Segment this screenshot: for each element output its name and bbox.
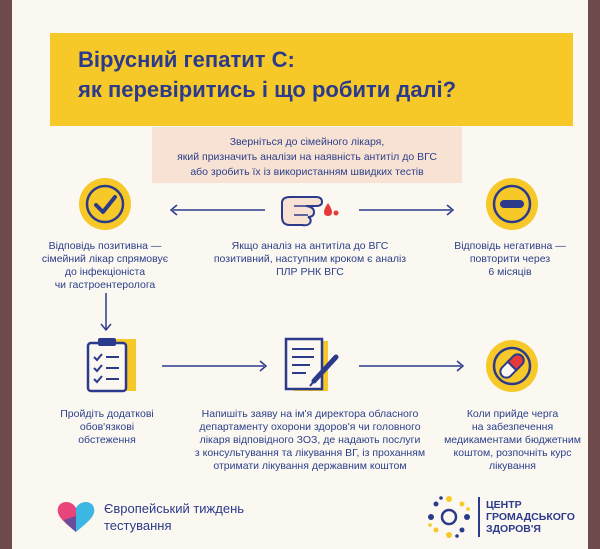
title-line-1: Вірусний гепатит С: <box>78 47 295 72</box>
treatment-line: Коли прийде черга <box>466 408 559 420</box>
footer-left-line: тестування <box>104 518 172 533</box>
negative-result-text: Відповідь негативна — повторити через 6 … <box>440 240 580 279</box>
exams-line: Пройдіть додаткові <box>60 408 154 420</box>
arrow-right-icon <box>162 360 268 372</box>
instruction-box: Зверніться до сімейного лікаря, який при… <box>152 127 462 183</box>
checkmark-icon <box>79 178 131 230</box>
public-health-center-logo-icon <box>426 494 472 540</box>
footer-left-line: Європейський тиждень <box>104 501 245 516</box>
clipboard-icon <box>84 335 140 395</box>
positive-line: сімейний лікар спрямовує <box>41 253 169 265</box>
center-line: Якщо аналіз на антитіла до ВГС <box>231 240 389 252</box>
treatment-text: Коли прийде черга на забезпечення медика… <box>440 408 585 473</box>
pill-icon <box>486 340 538 392</box>
title-banner <box>50 33 573 126</box>
application-line: Напишіть заяву на ім'я директора обласно… <box>201 408 419 420</box>
application-line: отримати лікування державним коштом <box>213 460 407 472</box>
footer-right-line: ЦЕНТР <box>486 499 522 511</box>
title-line-2: як перевіритись і що робити далі? <box>78 77 457 102</box>
exams-line: обов'язкові <box>79 421 135 433</box>
arrow-right-icon <box>359 360 465 372</box>
minus-icon <box>486 178 538 230</box>
arrow-right-icon <box>359 204 455 216</box>
page-title: Вірусний гепатит С: як перевіритись і що… <box>78 45 456 105</box>
footer-right-line: ЗДОРОВ'Я <box>486 523 541 535</box>
application-line: департаменту охорони здоров'я чи головно… <box>199 421 421 433</box>
positive-line: чи гастроентеролога <box>54 279 156 291</box>
antibody-test-text: Якщо аналіз на антитіла до ВГС позитивни… <box>210 240 410 279</box>
instruction-line-1: Зверніться до сімейного лікаря, <box>229 136 385 148</box>
exams-line: обстеження <box>78 434 136 446</box>
public-health-center-name: ЦЕНТР ГРОМАДСЬКОГО ЗДОРОВ'Я <box>486 499 575 535</box>
treatment-line: на забезпечення <box>471 421 554 433</box>
infographic-card: Вірусний гепатит С: як перевіритись і що… <box>12 0 588 549</box>
testing-week-name: Європейський тиждень тестування <box>104 500 244 534</box>
arrow-left-icon <box>169 204 265 216</box>
treatment-line: медикаментами бюджетним <box>444 434 581 446</box>
finger-blood-icon <box>276 187 346 231</box>
document-pen-icon <box>280 335 342 395</box>
footer-right-line: ГРОМАДСЬКОГО <box>486 511 575 523</box>
center-line: позитивний, наступним кроком є аналіз <box>213 253 407 265</box>
negative-line: 6 місяців <box>488 266 532 278</box>
logo-divider <box>478 497 480 537</box>
exams-text: Пройдіть додаткові обов'язкові обстеженн… <box>42 408 172 447</box>
center-line: ПЛР РНК ВГС <box>276 266 344 278</box>
application-line: лікаря відповідного ЗОЗ, де надають посл… <box>199 434 421 446</box>
instruction-line-3: або зробить їх із використанням швидких … <box>190 166 424 178</box>
negative-line: Відповідь негативна — <box>454 240 566 252</box>
arrow-down-icon <box>100 293 112 332</box>
negative-line: повторити через <box>469 253 551 265</box>
treatment-line: лікування <box>488 460 536 472</box>
application-text: Напишіть заяву на ім'я директора обласно… <box>185 408 435 473</box>
positive-line: до інфекціоніста <box>64 266 146 278</box>
positive-line: Відповідь позитивна — <box>48 240 162 252</box>
treatment-line: коштом, розпочніть курс <box>453 447 572 459</box>
instruction-line-2: який призначить аналізи на наявність ант… <box>177 151 437 163</box>
application-line: з консультування та лікування ВГ, із про… <box>194 447 426 459</box>
positive-result-text: Відповідь позитивна — сімейний лікар спр… <box>30 240 180 292</box>
testing-week-logo-icon <box>52 496 100 536</box>
